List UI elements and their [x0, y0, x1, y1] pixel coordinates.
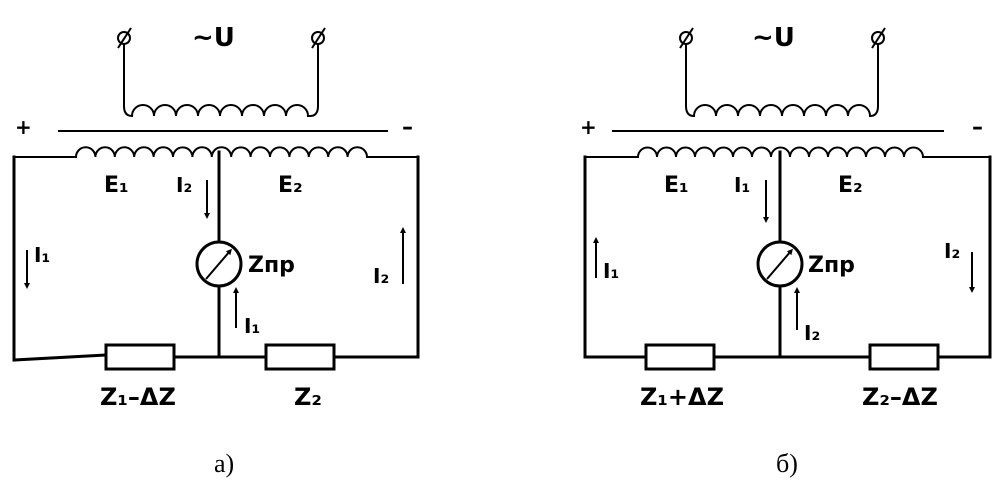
resistor-z-right: [868, 343, 940, 371]
meter-icon: [756, 240, 804, 288]
resistor-z-left: [104, 343, 176, 371]
source-label: ~U: [192, 23, 235, 53]
resistor-z-right-label: Z₂: [294, 383, 322, 411]
secondary-winding: [14, 146, 418, 158]
meter-icon: [195, 240, 243, 288]
e2-label: E₂: [278, 173, 303, 198]
circuit-b: ~U + – Zпр Z₁+ΔZ Z₂–ΔZ E₁ E₂ I₁ I₁ I₂ I₂…: [580, 23, 992, 478]
resistor-z-left-label: Z₁–ΔZ: [100, 383, 176, 411]
left-current-label: I₁: [603, 259, 619, 283]
circuit-a: ~U + – Zпр Z₁–ΔZ Z₂ E₁ E₂ I₂ I₁ I₂ I₁: [12, 23, 420, 478]
plus-label: +: [15, 115, 32, 139]
caption-b: б): [776, 449, 798, 478]
resistor-z-left-label: Z₁+ΔZ: [640, 383, 724, 411]
outer-loop: [583, 155, 992, 359]
right-current-label: I₂: [373, 264, 389, 288]
e1-label: E₁: [664, 173, 689, 198]
primary-winding: [123, 44, 319, 118]
left-current-label: I₁: [34, 243, 50, 267]
minus-label: –: [972, 115, 983, 140]
e1-label: E₁: [104, 173, 129, 198]
center-current-label: I₁: [734, 173, 750, 197]
minus-label: –: [402, 115, 413, 140]
meter-label: Zпр: [808, 253, 855, 278]
caption-a: а): [214, 449, 234, 478]
meter-label: Zпр: [248, 253, 295, 278]
source-label: ~U: [752, 23, 795, 53]
right-current-label: I₂: [944, 239, 960, 263]
plus-label: +: [580, 115, 597, 139]
secondary-winding: [585, 146, 990, 158]
bottom-current-label: I₁: [244, 314, 260, 338]
resistor-z-right-label: Z₂–ΔZ: [862, 383, 938, 411]
center-current-label: I₂: [176, 173, 192, 197]
primary-winding: [685, 44, 879, 118]
resistor-z-left: [644, 343, 716, 371]
bottom-current-label: I₂: [804, 321, 820, 345]
outer-loop: [12, 155, 420, 362]
resistor-z-right: [264, 343, 336, 371]
e2-label: E₂: [838, 173, 863, 198]
